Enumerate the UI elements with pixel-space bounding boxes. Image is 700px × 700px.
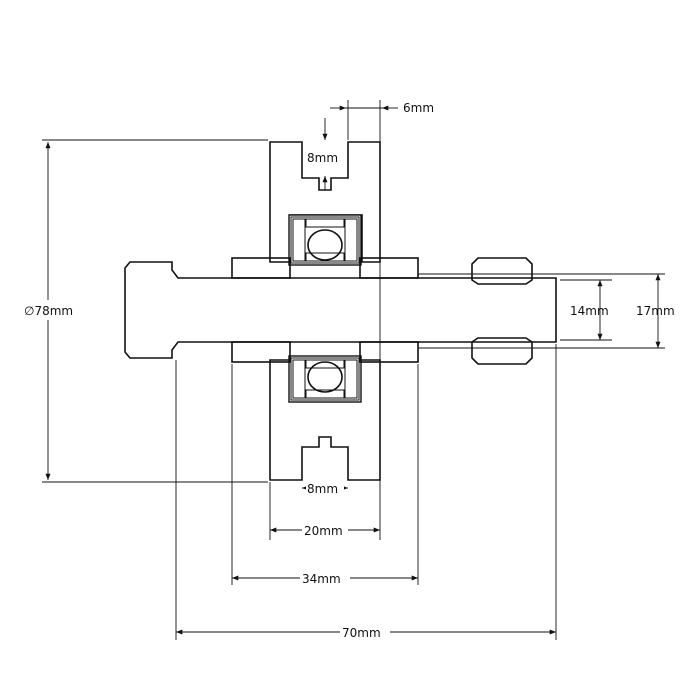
total-length-label: 70mm [342,626,381,640]
groove-width-top-label: 8mm [307,151,338,165]
shaft [124,261,557,359]
extension-lines [42,100,665,640]
groove-width-bottom-label: 8mm [307,482,338,496]
outer-diameter-label: ∅78mm [24,304,73,318]
wheel-width-label: 20mm [304,524,343,538]
bearing-upper [290,216,360,264]
groove-depth-label: 6mm [403,101,434,115]
wheel-body [269,141,381,481]
bearing-lower [290,357,360,401]
nut-lower [471,337,533,365]
shaft-small-diameter-label: 14mm [570,304,609,318]
spacer-width-label: 34mm [302,572,341,586]
shaft-diameter-label: 17mm [636,304,675,318]
nut-upper [471,257,533,285]
